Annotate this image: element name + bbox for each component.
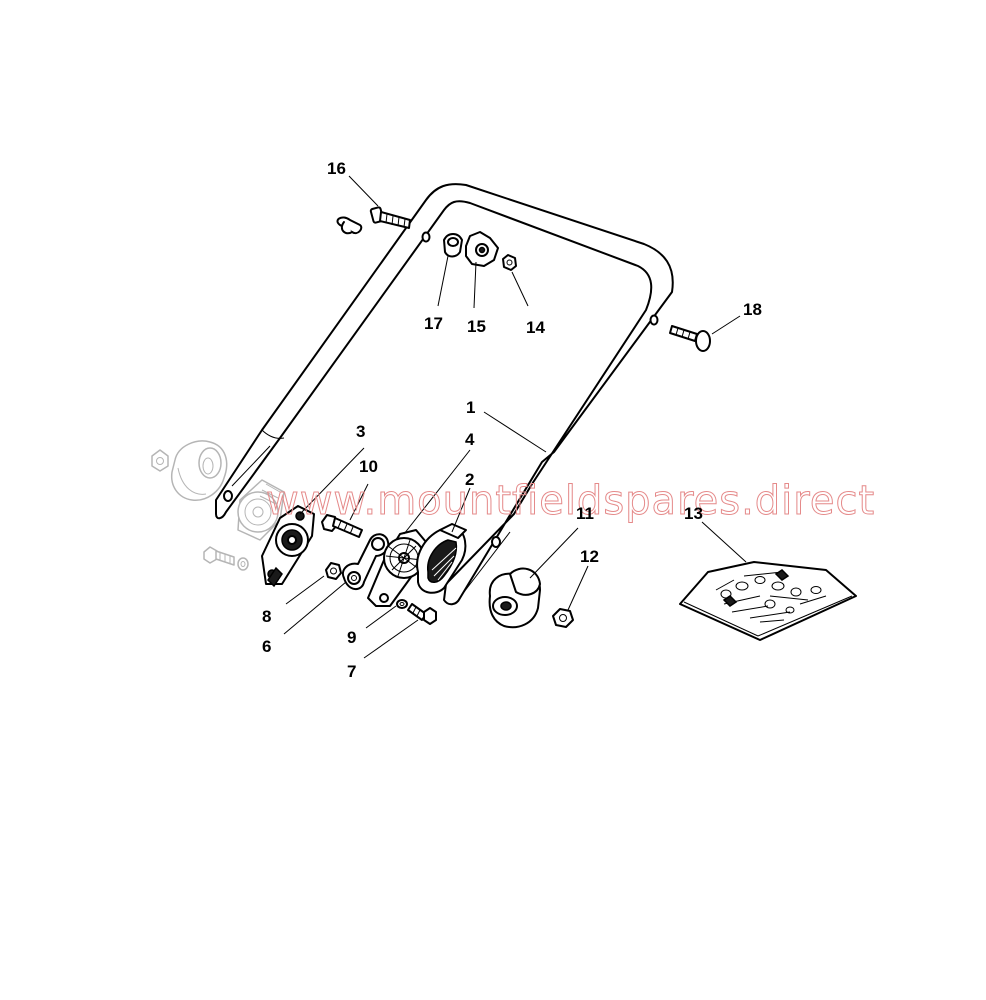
part-3-ratchet-plate xyxy=(261,505,315,588)
part-13-hardware-bag xyxy=(679,561,857,641)
part-12-nut xyxy=(552,608,574,628)
part-11-knob xyxy=(488,567,541,629)
callout-17: 17 xyxy=(424,314,443,333)
part-7-bolt xyxy=(407,603,437,625)
callout-7: 7 xyxy=(347,662,356,681)
callout-2: 2 xyxy=(465,470,474,489)
callout-3: 3 xyxy=(356,422,365,441)
callout-6: 6 xyxy=(262,637,271,656)
part-9-washer xyxy=(396,599,408,609)
part-6-link-arm xyxy=(342,533,390,590)
part-18-carriage-bolt xyxy=(669,325,711,352)
part-2-ribbed-cam xyxy=(416,523,467,594)
callout-8: 8 xyxy=(262,607,271,626)
ghost-ratchet-plate xyxy=(237,479,285,541)
callout-13: 13 xyxy=(684,504,703,523)
part-10-bolt xyxy=(321,514,363,538)
callout-1: 1 xyxy=(466,398,475,417)
callout-15: 15 xyxy=(467,317,486,336)
callout-labels: 16 17 15 14 18 1 3 10 4 2 11 12 13 8 6 9… xyxy=(262,159,762,681)
leader-lines xyxy=(283,175,747,659)
callout-9: 9 xyxy=(347,628,356,647)
callout-11: 11 xyxy=(576,504,594,523)
callout-12: 12 xyxy=(580,547,599,566)
part-14-nut xyxy=(502,254,517,271)
ghost-knob-assembly xyxy=(151,440,228,501)
callout-14: 14 xyxy=(526,318,545,337)
ghost-bolt-washer xyxy=(203,546,249,571)
watermark-text: www.mountfieldspares.direct xyxy=(266,478,875,524)
part-16-bolt-clip xyxy=(336,206,411,235)
part-15-star-knob xyxy=(465,231,499,267)
callout-4: 4 xyxy=(465,430,475,449)
callout-16: 16 xyxy=(327,159,346,178)
part-17-spacer xyxy=(443,233,463,258)
callout-18: 18 xyxy=(743,300,762,319)
handle-bar xyxy=(215,183,674,606)
part-8-nut xyxy=(325,562,342,580)
callout-10: 10 xyxy=(359,457,378,476)
